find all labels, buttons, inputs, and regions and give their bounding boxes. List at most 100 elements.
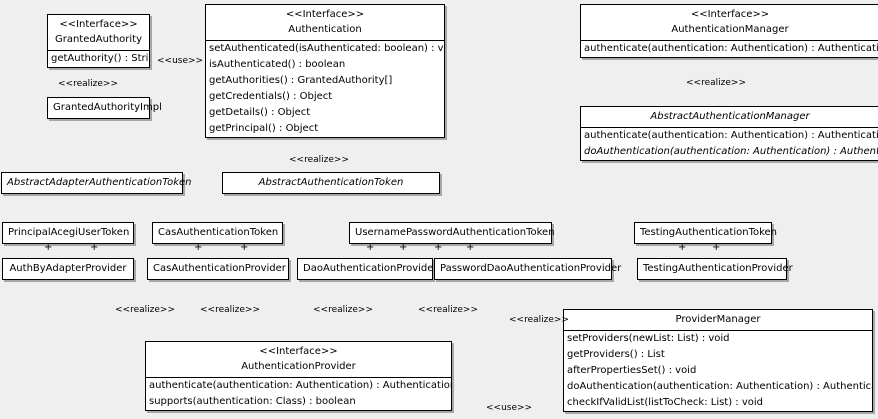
edge-label-realize-daoauthenticationprovider: <<realize>> [313,305,373,315]
method-item: supports(authentication: Class) : boolea… [149,396,356,407]
divider [206,40,444,41]
edge-label-realize-abstractauthenticationmanager: <<realize>> [686,78,746,88]
association-plus-marker: + [399,242,408,253]
method-compartment: authenticate(authentication: Authenticat… [581,128,878,160]
class-header: TestingAuthenticationToken [635,223,778,243]
edge-label-realize-testingauthenticationprovider: <<realize>> [509,315,569,325]
class-box-authentication[interactable]: <<Interface>> Authentication setAuthenti… [205,4,445,138]
class-header: AbstractAdapterAuthenticationToken [2,173,192,193]
method-item: getCredentials() : Object [209,91,333,102]
association-plus-marker: + [712,242,721,253]
edge-label-realize-casauthenticationprovider: <<realize>> [200,305,260,315]
method-item: checkIfValidList(listToCheck: List) : vo… [567,397,764,408]
class-name: PasswordDaoAuthenticationProvider [440,263,622,274]
class-name: GrantedAuthorityImpl [53,102,162,113]
method-item: doAuthentication(authentication: Authent… [567,381,872,392]
association-plus-marker: + [434,242,443,253]
stereotype-label: <<Interface>> [59,19,138,30]
association-plus-marker: + [90,242,99,253]
class-box-authentication-provider[interactable]: <<Interface>> AuthenticationProvider aut… [145,341,452,411]
class-header: AuthByAdapterProvider [3,259,133,279]
method-item: afterPropertiesSet() : void [567,365,697,376]
edge-label-use-authentication-grantedauthority: <<use>> [157,56,204,66]
divider [564,330,872,331]
class-box-auth-by-adapter-provider[interactable]: AuthByAdapterProvider [2,258,134,280]
class-box-testing-authentication-provider[interactable]: TestingAuthenticationProvider [637,258,793,280]
class-header: PasswordDaoAuthenticationProvider [435,259,622,279]
class-name: AbstractAuthenticationToken [258,177,404,188]
edge-label-realize-authbyadapterprovider: <<realize>> [115,305,175,315]
method-item: authenticate(authentication: Authenticat… [584,43,878,54]
method-item: getDetails() : Object [209,107,311,118]
class-name: AuthByAdapterProvider [9,263,127,274]
method-compartment: setAuthenticated(isAuthenticated: boolea… [206,41,444,137]
stereotype-label: <<Interface>> [259,346,338,357]
class-header: AbstractAuthenticationToken [223,173,439,193]
class-name: AbstractAdapterAuthenticationToken [7,177,192,188]
divider [48,50,149,51]
method-compartment: setProviders(newList: List) : void getPr… [564,331,872,411]
method-compartment: authenticate(authentication: Authenticat… [146,378,451,410]
class-name: ProviderManager [675,314,761,325]
class-name: Authentication [288,24,362,35]
class-box-granted-authority-impl[interactable]: GrantedAuthorityImpl [47,97,162,119]
edge-label-use-providermanager-authenticationprovider: <<use>> [486,403,533,413]
association-plus-marker: + [678,242,687,253]
class-name: CasAuthenticationProvider [153,263,286,274]
class-name: TestingAuthenticationToken [640,227,778,238]
class-name: PrincipalAcegiUserToken [8,227,130,238]
edge-label-realize-passworddaoprovider: <<realize>> [418,305,478,315]
class-box-dao-authentication-provider[interactable]: DaoAuthenticationProvider [297,258,438,280]
method-item: getAuthority() : String [51,53,149,64]
divider [581,127,878,128]
divider [146,377,451,378]
class-box-granted-authority[interactable]: <<Interface>> GrantedAuthority getAuthor… [47,14,150,68]
edge-label-realize-abstractauthenticationtoken: <<realize>> [289,155,349,165]
class-header: CasAuthenticationToken [153,223,282,243]
association-plus-marker: + [194,242,203,253]
class-box-authentication-manager[interactable]: <<Interface>> AuthenticationManager auth… [580,4,878,58]
class-box-testing-authentication-token[interactable]: TestingAuthenticationToken [634,222,778,244]
method-item: isAuthenticated() : boolean [209,59,346,70]
association-plus-marker: + [44,242,53,253]
class-box-cas-authentication-provider[interactable]: CasAuthenticationProvider [147,258,289,280]
method-item: setAuthenticated(isAuthenticated: boolea… [209,43,444,54]
class-header: UsernamePasswordAuthenticationToken [350,223,555,243]
divider [581,40,878,41]
class-box-provider-manager[interactable]: ProviderManager setProviders(newList: Li… [563,309,873,412]
class-name: DaoAuthenticationProvider [303,263,438,274]
method-item: doAuthentication(authentication: Authent… [584,146,878,157]
class-box-cas-authentication-token[interactable]: CasAuthenticationToken [152,222,283,244]
stereotype-label: <<Interface>> [690,9,770,20]
class-header: AbstractAuthenticationManager [581,107,878,127]
method-item: getProviders() : List [567,349,665,360]
class-box-username-password-authentication-token[interactable]: UsernamePasswordAuthenticationToken [349,222,555,244]
association-plus-marker: + [466,242,475,253]
method-item: authenticate(authentication: Authenticat… [149,380,451,391]
class-name: AuthenticationProvider [241,361,356,372]
stereotype-label: <<Interface>> [285,9,365,20]
method-compartment: authenticate(authentication: Authenticat… [581,41,878,57]
class-name: AuthenticationManager [671,24,789,35]
association-plus-marker: + [366,242,375,253]
method-item: getPrincipal() : Object [209,123,319,134]
class-box-password-dao-authentication-provider[interactable]: PasswordDaoAuthenticationProvider [434,258,622,280]
class-name: CasAuthenticationToken [158,227,279,238]
edge-label-realize-grantedauthorityimpl: <<realize>> [58,79,118,89]
class-box-abstract-adapter-authentication-token[interactable]: AbstractAdapterAuthenticationToken [1,172,192,194]
class-name: UsernamePasswordAuthenticationToken [355,227,555,238]
class-box-principal-acegi-user-token[interactable]: PrincipalAcegiUserToken [2,222,134,244]
class-header: DaoAuthenticationProvider [298,259,438,279]
class-header: <<Interface>> Authentication [206,5,444,40]
class-box-abstract-authentication-token[interactable]: AbstractAuthenticationToken [222,172,440,194]
class-box-abstract-authentication-manager[interactable]: AbstractAuthenticationManager authentica… [580,106,878,161]
class-header: <<Interface>> AuthenticationProvider [146,342,451,377]
class-header: GrantedAuthorityImpl [48,98,162,118]
method-item: getAuthorities() : GrantedAuthority[] [209,75,393,86]
method-compartment: getAuthority() : String [48,51,149,67]
class-header: TestingAuthenticationProvider [638,259,793,279]
class-header: <<Interface>> AuthenticationManager [581,5,878,40]
class-name: AbstractAuthenticationManager [650,111,810,122]
class-name: TestingAuthenticationProvider [643,263,793,274]
